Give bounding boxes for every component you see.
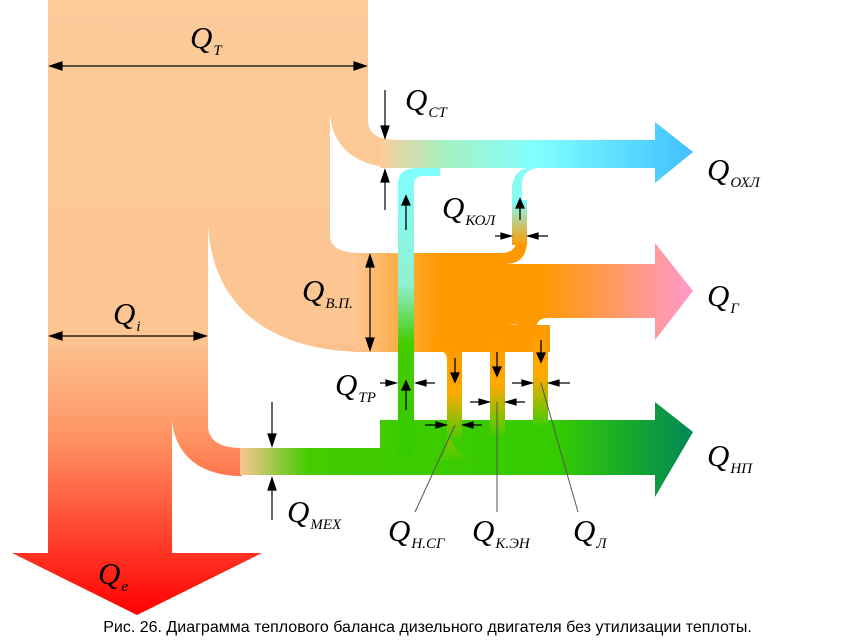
leader-lines (414, 382, 579, 513)
branch-nsg-strip (447, 345, 462, 440)
branch-l-strip (533, 325, 548, 425)
label-q-np: QНП (707, 438, 753, 477)
branch-ken-strip (490, 335, 505, 435)
label-q-tr: QТР (335, 367, 376, 406)
label-q-vp: QВ.П. (302, 273, 353, 312)
flow-arrows (400, 194, 547, 410)
label-q-l: QЛ (573, 513, 607, 552)
branch-kol-strip (512, 200, 527, 245)
friction-heat-strip (378, 168, 440, 460)
label-q-ken: QК.ЭН (472, 513, 530, 552)
label-q-st: QСТ (405, 82, 447, 121)
figure-caption: Рис. 26. Диаграмма теплового баланса диз… (103, 619, 752, 636)
label-q-nsg: QН.СГ (388, 513, 445, 552)
label-q-t: QT (190, 20, 222, 59)
fuel-heat-column (12, 0, 400, 615)
label-q-i: Qi (113, 296, 141, 335)
dimension-lines (48, 61, 570, 520)
label-q-kol: QКОЛ (442, 190, 496, 229)
cooling-heat-band (380, 122, 693, 220)
losses-heat-band (240, 402, 693, 497)
label-q-e: Qe (98, 556, 129, 595)
label-q-ohl: QОХЛ (707, 152, 760, 191)
label-q-meh: QМЕХ (287, 494, 342, 533)
exhaust-heat-band (355, 222, 693, 352)
label-q-g: QГ (707, 278, 739, 317)
